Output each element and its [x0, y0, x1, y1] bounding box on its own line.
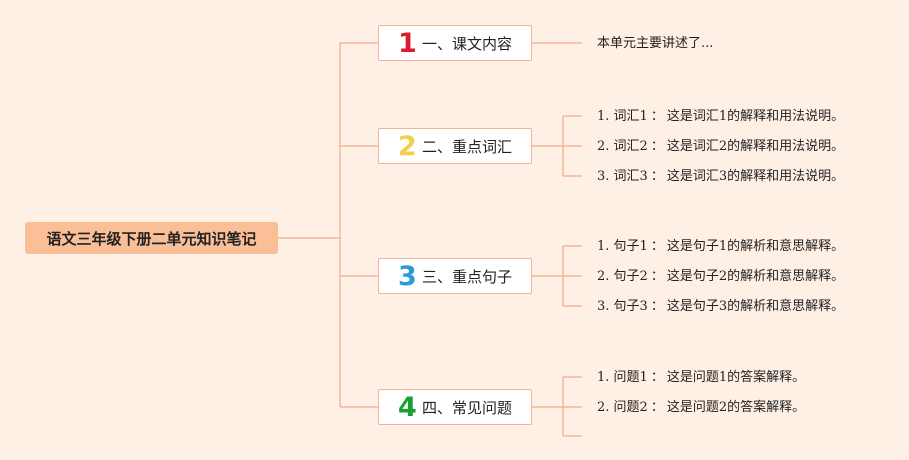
leaf-term: 词汇1	[613, 109, 648, 124]
leaf-desc: 这是词汇1的解释和用法说明。	[666, 109, 845, 124]
branch-node-content[interactable]: 1 一、课文内容	[378, 25, 532, 61]
branch-label: 一、课文内容	[421, 34, 512, 53]
leaf-desc: 这是句子3的解析和意思解释。	[666, 299, 845, 314]
leaf-item[interactable]: 2. 问题2：这是问题2的答案解释。	[597, 401, 805, 414]
leaf-term: 词汇2	[613, 139, 648, 154]
leaf-item[interactable]: 本单元主要讲述了...	[597, 37, 713, 50]
leaf-desc: 这是句子1的解析和意思解释。	[666, 239, 845, 254]
leaf-item[interactable]: 3. 词汇3：这是词汇3的解释和用法说明。	[597, 170, 844, 183]
branch-node-sentences[interactable]: 3 三、重点句子	[378, 258, 532, 294]
leaf-item[interactable]: 2. 句子2：这是句子2的解析和意思解释。	[597, 270, 844, 283]
leaf-term: 句子2	[613, 269, 648, 284]
leaf-separator: ：	[650, 299, 664, 314]
leaf-separator: ：	[650, 239, 664, 254]
leaf-separator: ：	[650, 109, 664, 124]
branch-node-vocab[interactable]: 2 二、重点词汇	[378, 128, 532, 164]
leaf-item[interactable]: 1. 句子1：这是句子1的解析和意思解释。	[597, 240, 844, 253]
leaf-term: 问题2	[613, 400, 648, 415]
leaf-desc: 这是句子2的解析和意思解释。	[666, 269, 845, 284]
branch-label: 二、重点词汇	[421, 137, 512, 156]
leaf-item[interactable]: 3. 句子3：这是句子3的解析和意思解释。	[597, 300, 844, 313]
leaf-item[interactable]: 1. 词汇1：这是词汇1的解释和用法说明。	[597, 110, 844, 123]
number-two-icon: 2	[397, 130, 417, 162]
leaf-separator: ：	[650, 269, 664, 284]
leaf-connector-3	[532, 245, 582, 307]
leaf-desc: 这是问题1的答案解释。	[666, 370, 806, 385]
leaf-term: 句子3	[613, 299, 648, 314]
leaf-index: 1.	[597, 370, 610, 385]
number-three-icon: 3	[397, 260, 417, 292]
leaf-desc: 这是词汇3的解释和用法说明。	[666, 169, 845, 184]
branch-node-questions[interactable]: 4 四、常见问题	[378, 389, 532, 425]
leaf-item[interactable]: 1. 问题1：这是问题1的答案解释。	[597, 371, 805, 384]
leaf-separator: ：	[650, 139, 664, 154]
root-node[interactable]: 语文三年级下册二单元知识笔记	[25, 222, 278, 254]
leaf-term: 问题1	[613, 370, 648, 385]
leaf-index: 3.	[597, 299, 610, 314]
leaf-desc: 这是问题2的答案解释。	[666, 400, 806, 415]
leaf-separator: ：	[650, 400, 664, 415]
leaf-index: 1.	[597, 109, 610, 124]
leaf-connector-2	[532, 115, 582, 177]
branch-label: 四、常见问题	[421, 398, 512, 417]
leaf-term: 句子1	[613, 239, 648, 254]
root-title: 语文三年级下册二单元知识笔记	[46, 229, 257, 248]
leaf-term: 词汇3	[613, 169, 648, 184]
branch-label: 三、重点句子	[421, 267, 512, 286]
leaf-separator: ：	[650, 169, 664, 184]
leaf-desc: 这是词汇2的解释和用法说明。	[666, 139, 845, 154]
leaf-index: 1.	[597, 239, 610, 254]
leaf-index: 2.	[597, 400, 610, 415]
leaf-item[interactable]: 2. 词汇2：这是词汇2的解释和用法说明。	[597, 140, 844, 153]
leaf-index: 2.	[597, 269, 610, 284]
leaf-index: 2.	[597, 139, 610, 154]
number-four-icon: 4	[397, 391, 417, 423]
leaf-index: 3.	[597, 169, 610, 184]
leaf-connector-4	[532, 376, 582, 437]
leaf-text: 本单元主要讲述了...	[597, 36, 714, 51]
number-one-icon: 1	[397, 27, 417, 59]
leaf-separator: ：	[650, 370, 664, 385]
